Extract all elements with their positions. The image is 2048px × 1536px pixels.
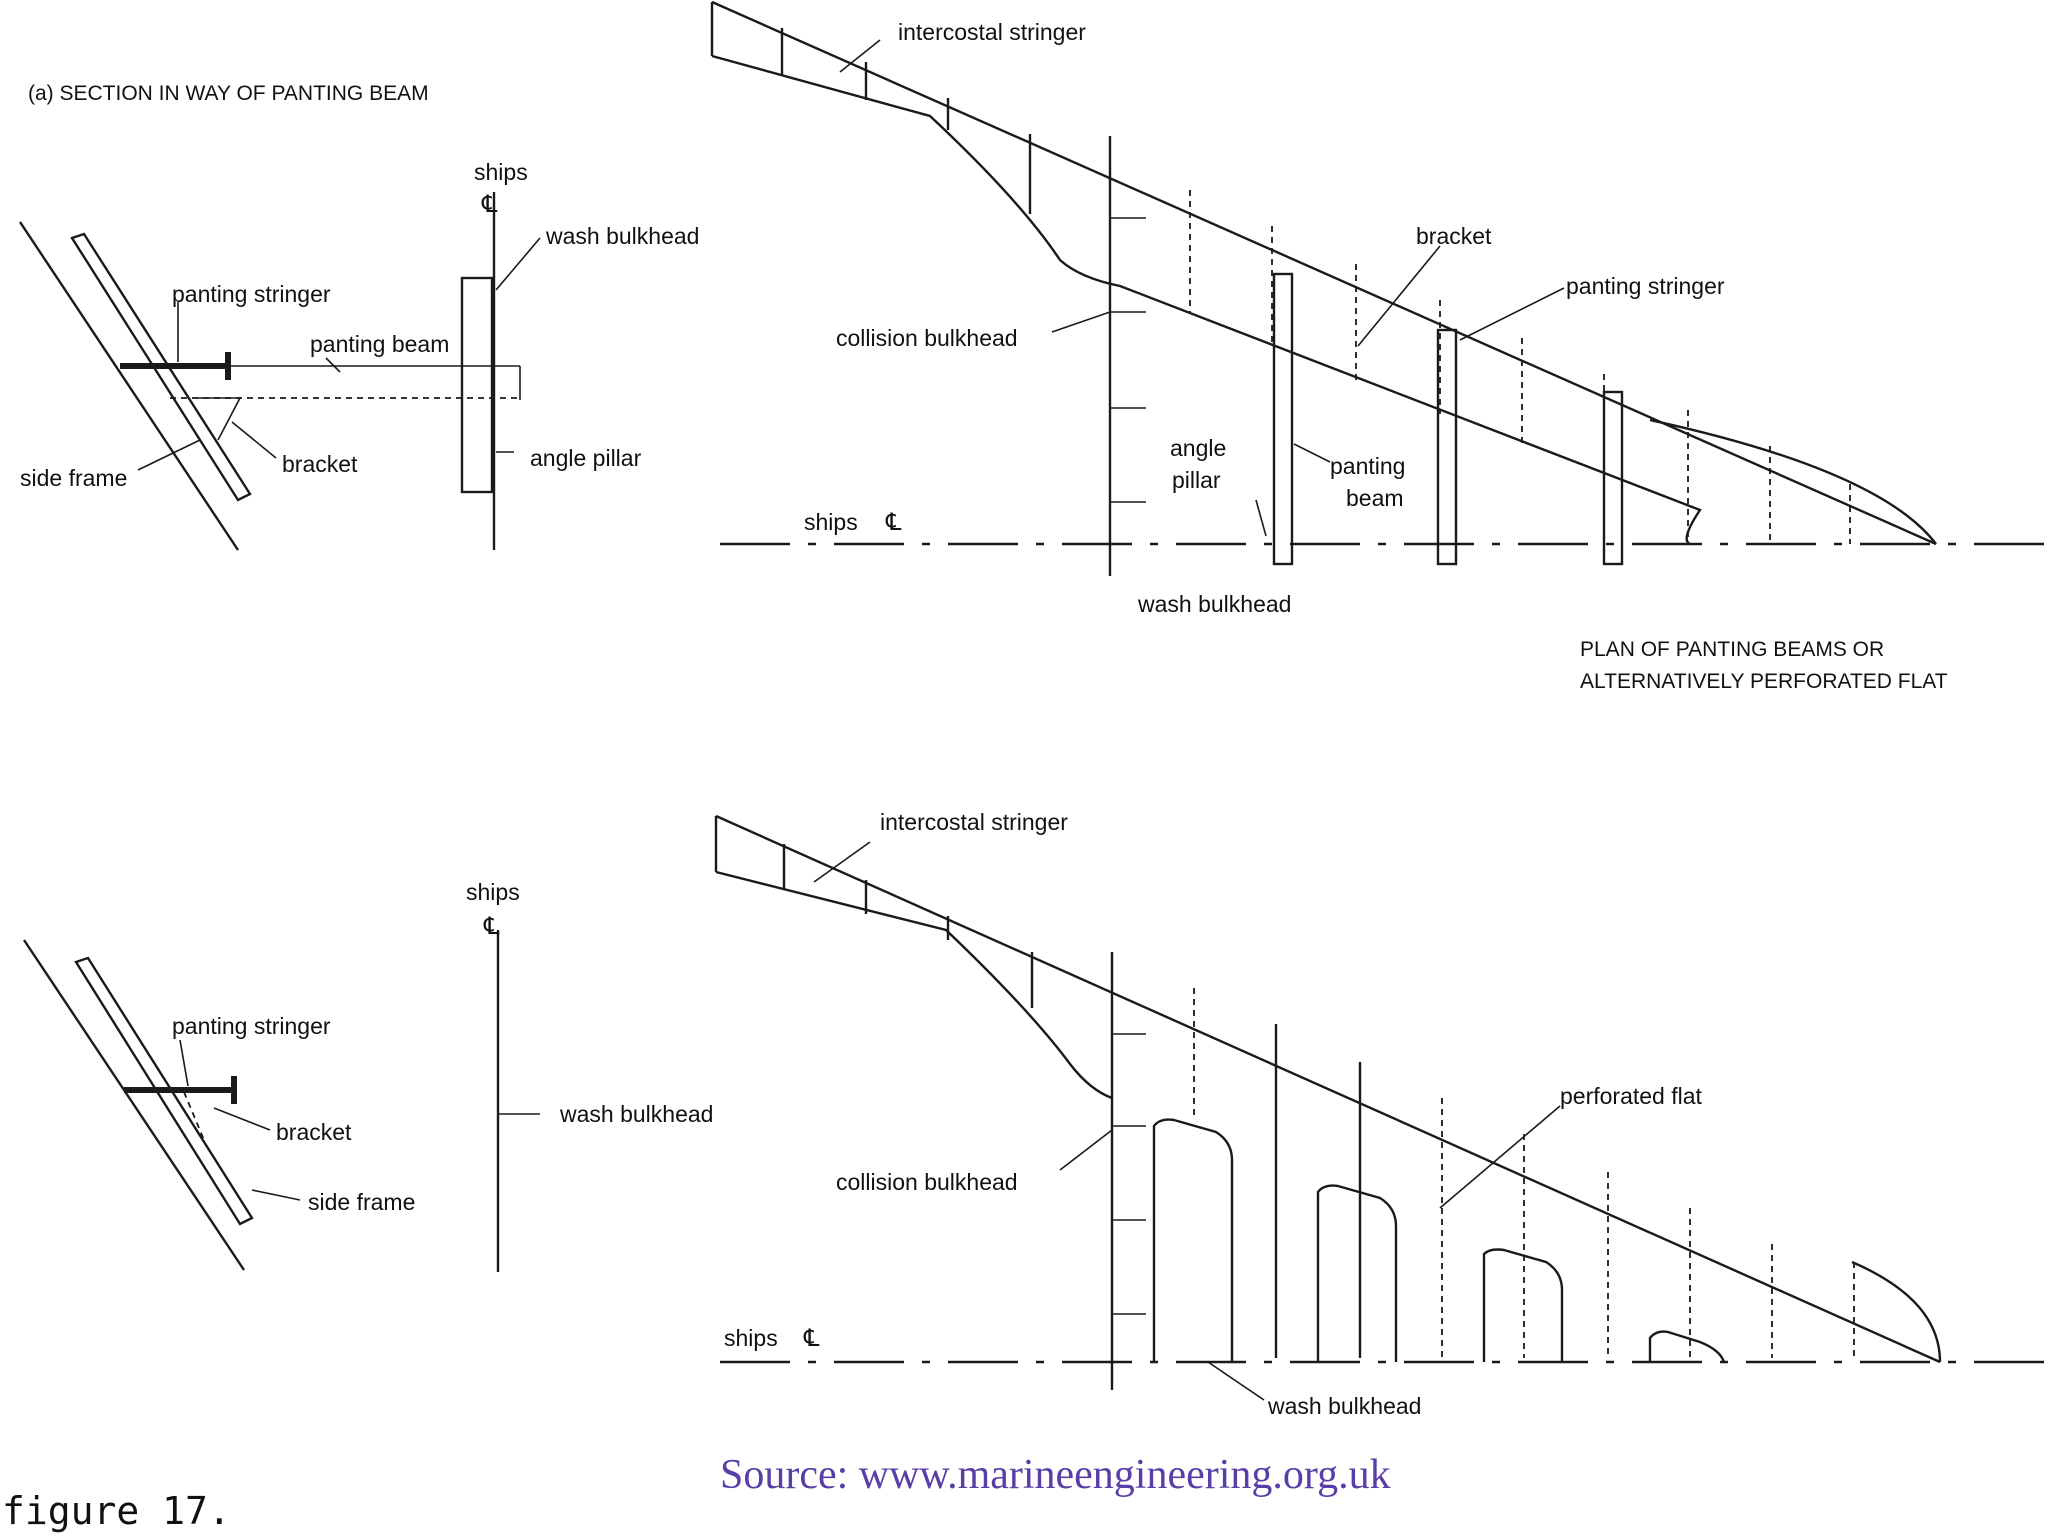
plan-top-pillar-label: pillar: [1172, 467, 1221, 493]
plan-top-bow-curve: [1649, 418, 1937, 545]
leader-a-side-frame: [137, 439, 201, 471]
plan-top-panting-beam: [1272, 272, 1294, 566]
leader-top-bracket: [1357, 245, 1441, 347]
plan-top-panting-stringer-label: panting stringer: [1566, 273, 1725, 299]
plan-bottom-collision-label: collision bulkhead: [836, 1169, 1018, 1195]
figure-label: figure 17.: [2, 1489, 231, 1533]
section-a-title: (a) SECTION IN WAY OF PANTING BEAM: [28, 82, 429, 105]
section-b-panting-stringer-label: panting stringer: [172, 1013, 331, 1039]
section-a-angle-pillar-label: angle pillar: [530, 445, 642, 471]
section-b-bracket: [183, 1091, 205, 1141]
leader-top-panting-beam: [1293, 443, 1331, 463]
leader-bottom-collision: [1059, 1129, 1113, 1171]
leader-a-panting-beam: [325, 357, 341, 373]
plan-bottom-perforated-opening: [1648, 1330, 1726, 1363]
plan-top-bracket-label: bracket: [1416, 223, 1492, 249]
section-b-side-frame-label: side frame: [308, 1189, 415, 1215]
plan-top-ships-label: ships: [804, 509, 858, 535]
leader-b-bracket: [213, 1107, 271, 1131]
section-a-bracket-label: bracket: [282, 451, 358, 477]
leader-b-panting-stringer: [179, 1039, 189, 1087]
section-b-ships-label: ships: [466, 879, 520, 905]
plan-top-angle-label: angle: [1170, 435, 1226, 461]
plan-top: intercostal stringer bracket panting str…: [710, 0, 2046, 693]
plan-bottom-shell-lower: [715, 870, 1113, 1100]
leader-top-collision: [1051, 311, 1111, 333]
plan-bottom-wash-bulkhead-label: wash bulkhead: [1267, 1393, 1421, 1419]
section-a-wash-bulkhead: [460, 276, 494, 494]
plan-bottom-perforated-opening: [1316, 1184, 1398, 1362]
leader-top-angle-pillar: [1255, 499, 1267, 537]
plan-top-shell-lower: [711, 54, 1702, 546]
section-a-side-frame-label: side frame: [20, 465, 127, 491]
plan-top-collision-label: collision bulkhead: [836, 325, 1018, 351]
plan-top-panting-label: panting: [1330, 453, 1405, 479]
plan-bottom-perforated-opening: [1482, 1248, 1564, 1362]
section-a-panting-stringer-label: panting stringer: [172, 281, 331, 307]
leader-a-bracket: [231, 421, 277, 459]
plan-top-shell-upper: [711, 0, 1937, 546]
leader-bottom-perforated-flat: [1439, 1105, 1561, 1209]
plan-bottom-perforated-flat-label: perforated flat: [1560, 1083, 1703, 1109]
plan-bottom-perforated-opening: [1152, 1118, 1234, 1362]
section-a-shell-line: [19, 221, 239, 551]
section-a-wash-bulkhead-label: wash bulkhead: [545, 223, 699, 249]
section-a-ships-label: ships: [474, 159, 528, 185]
plan-top-caption-line2: ALTERNATIVELY PERFORATED FLAT: [1580, 670, 1948, 693]
section-b: ships ℄ panting stringer bracket side fr…: [23, 879, 713, 1272]
plan-bottom-centerline-symbol: ℄: [803, 1325, 820, 1352]
section-a: (a) SECTION IN WAY OF PANTING BEAM ships…: [19, 82, 699, 551]
plan-bottom-bow-curve: [1851, 1260, 1942, 1363]
section-b-wash-bulkhead-label: wash bulkhead: [559, 1101, 713, 1127]
plan-top-panting-beam: [1436, 328, 1458, 566]
leader-a-wash-bulkhead: [495, 237, 541, 291]
plan-bottom-shell-upper: [715, 814, 1941, 1364]
section-b-centerline-symbol: ℄: [483, 913, 500, 940]
plan-top-centerline-symbol: ℄: [885, 509, 902, 536]
section-b-side-frame: [74, 956, 254, 1226]
leader-top-intercostal: [839, 39, 881, 73]
leader-top-panting-stringer: [1459, 287, 1565, 341]
plan-top-panting-beam: [1602, 390, 1624, 566]
leader-bottom-wash-bulkhead: [1207, 1361, 1265, 1401]
section-a-side-frame: [70, 232, 252, 502]
section-a-bracket: [196, 397, 242, 441]
leader-b-side-frame: [251, 1189, 301, 1201]
section-b-bracket-label: bracket: [276, 1119, 352, 1145]
section-b-shell-line: [23, 939, 245, 1271]
plan-top-wash-bulkhead-label: wash bulkhead: [1137, 591, 1291, 617]
plan-bottom-ships-label: ships: [724, 1325, 778, 1351]
section-a-centerline-symbol: ℄: [481, 191, 498, 218]
plan-bottom-intercostal-label: intercostal stringer: [880, 809, 1068, 835]
plan-bottom: intercostal stringer perforated flat col…: [714, 809, 2046, 1419]
plan-top-beam-label: beam: [1346, 485, 1404, 511]
plan-top-intercostal-label: intercostal stringer: [898, 19, 1086, 45]
section-a-panting-beam-label: panting beam: [310, 331, 449, 357]
leader-bottom-intercostal: [813, 841, 871, 883]
plan-top-caption-line1: PLAN OF PANTING BEAMS OR: [1580, 638, 1884, 661]
source-credit: Source: www.marineengineering.org.uk: [720, 1452, 1391, 1498]
